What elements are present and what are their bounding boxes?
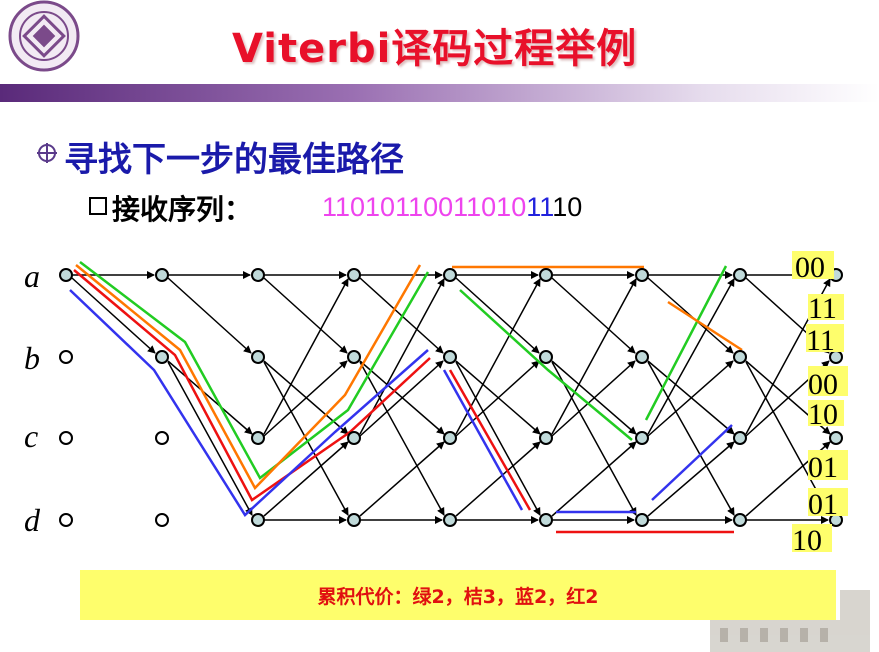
blue-path-4 [651,424,733,501]
output-label-5: 01 [808,451,838,484]
state-label-b: b [24,340,40,376]
orange-path-3 [667,300,743,352]
trellis-nodes [59,268,843,527]
red-path [73,269,431,502]
output-label-1: 11 [808,292,837,325]
output-label-7: 10 [792,524,822,557]
circle-cross-bullet-icon [37,143,57,163]
title-divider-bar [0,84,879,102]
state-label-c: c [24,418,39,454]
sequence-part-pink: 11010110011010 [322,192,527,222]
output-label-3: 00 [808,368,838,401]
output-labels: 00 11 11 00 10 01 01 10 [792,251,848,557]
red-path-2 [448,369,532,511]
cost-summary-box: 累积代价：绿2，桔3，蓝2，红2 [80,570,836,620]
page-title: Viterbi译码过程举例 [232,26,638,72]
received-sequence: 110101100110101110 [322,192,582,223]
section-heading: 寻找下一步的最佳路径 [64,140,404,180]
state-label-a: a [24,258,40,294]
green-path-2 [459,289,633,441]
sequence-part-black: 10 [552,192,583,222]
green-path-3 [644,265,728,421]
output-label-4: 10 [808,398,838,431]
state-label-d: d [24,502,40,538]
received-sequence-label: 接收序列： [112,193,253,226]
output-label-2: 11 [806,324,835,357]
hollow-square-icon [89,197,107,215]
output-label-0: 00 [795,251,825,284]
cost-summary-text: 累积代价：绿2，桔3，蓝2，红2 [317,585,599,608]
sequence-part-blue: 11 [526,192,553,222]
orange-path [75,264,422,491]
blue-path [69,289,429,517]
university-seal-icon [8,0,80,72]
output-label-6: 01 [808,488,838,521]
green-path [79,261,430,480]
survivor-paths [69,261,743,534]
trellis-edges [71,271,831,524]
blue-path-2 [442,369,524,511]
